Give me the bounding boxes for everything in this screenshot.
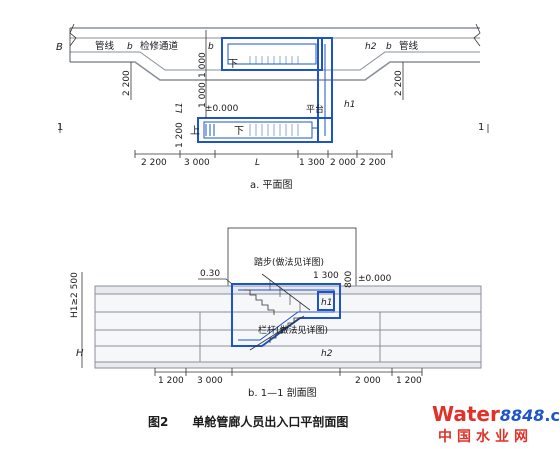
plan-h1: h1	[344, 100, 355, 110]
plan-caption: a. 平面图	[250, 179, 293, 191]
plan-upper-stair-box	[221, 37, 323, 71]
plan-dim-1300: 1 300	[299, 158, 325, 168]
section-upper-flight	[244, 289, 275, 315]
section-platform-box	[317, 291, 335, 311]
watermark-logo: Water8848.com 中国水业网	[432, 402, 560, 445]
plan-corridor-bottom-outer	[70, 61, 480, 81]
plan-pipe-right: 管线	[399, 40, 419, 52]
plan-section-mark-right: 1	[478, 122, 484, 133]
section-elevation: ±0.000	[358, 274, 392, 284]
plan-break-right	[473, 23, 481, 47]
section-caption: b. 1—1 剖面图	[248, 386, 317, 399]
section-view: 踏步(做法见详图) 栏杆(做法见详图) 0.30 1 300 800 ±0.00…	[70, 227, 482, 399]
section-dim-1200b: 1 200	[396, 376, 422, 386]
plan-maint-path: 检修通道	[140, 40, 179, 52]
section-stair-inner	[238, 289, 335, 341]
plan-dim-2000: 2 000	[330, 158, 356, 168]
plan-break-left	[69, 23, 77, 47]
section-slope-leader	[198, 278, 233, 285]
plan-section-ticks	[59, 124, 489, 133]
plan-lower-treads	[249, 124, 299, 136]
plan-dim-2200b: 2 200	[360, 158, 386, 168]
watermark-cn: 中国水业网	[438, 428, 533, 445]
section-dim-800: 800	[344, 271, 354, 288]
plan-b-right: b	[386, 42, 392, 52]
section-H: H	[76, 348, 84, 359]
plan-dim-B: B	[56, 42, 63, 53]
plan-entry-lines	[205, 124, 215, 136]
section-floor-slab	[94, 361, 482, 369]
section-H1: H1≥2 500	[70, 272, 80, 318]
plan-dim-2200a: 2 200	[141, 158, 167, 168]
watermark-brand: Water8848.com	[432, 402, 560, 426]
plan-down-lower: 下	[234, 126, 244, 137]
plan-view: 管线 管线 检修通道 b b b h2 h1 下 下 上 平台 ±0.000 B…	[56, 23, 489, 191]
plan-dim-L: L	[255, 158, 260, 168]
plan-down-upper: 下	[228, 59, 238, 70]
section-railing-label: 栏杆(做法见详图)	[258, 324, 328, 336]
section-dim-1300: 1 300	[313, 271, 339, 281]
section-tread-label: 踏步(做法见详图)	[254, 256, 324, 268]
plan-L1: L1	[175, 102, 185, 113]
section-dim-ticks	[154, 368, 423, 376]
section-dim-2000: 2 000	[355, 376, 381, 386]
plan-upper-stair-inner	[227, 43, 317, 65]
plan-elevation: ±0.000	[205, 104, 239, 114]
plan-h2: h2	[365, 42, 377, 52]
plan-dim-3000: 3 000	[184, 158, 210, 168]
section-h2: h2	[321, 349, 333, 359]
section-lower-flight	[269, 317, 300, 343]
plan-dim-left-bot: 2 200	[122, 70, 132, 96]
section-slope: 0.30	[200, 269, 220, 279]
plan-upper-treads	[249, 56, 299, 64]
section-h1: h1	[321, 298, 332, 308]
plan-b-left: b	[127, 42, 133, 52]
section-dim-1200a: 1 200	[158, 376, 184, 386]
figure-title: 图2 单舱管廊人员出入口平剖面图	[148, 414, 348, 429]
section-dim-3000: 3 000	[197, 376, 223, 386]
plan-up: 上	[190, 125, 200, 137]
plan-dim-left-top: 1 000	[198, 52, 208, 78]
plan-b-mid: b	[208, 42, 214, 52]
plan-dim-right: 2 200	[394, 70, 404, 96]
section-railing-lower	[249, 315, 305, 351]
plan-corridor-mid-line	[70, 51, 480, 71]
plan-dim-bottom-v: 1 200	[175, 122, 185, 148]
plan-dim-ticks	[134, 150, 393, 158]
section-railing-posts	[269, 280, 301, 312]
plan-pipe-left: 管线	[95, 40, 115, 52]
plan-lower-stair-box	[197, 117, 333, 143]
plan-platform: 平台	[306, 103, 324, 115]
plan-dim-left-mid: 1 000	[198, 82, 208, 108]
plan-lower-stair-inner	[203, 121, 313, 139]
